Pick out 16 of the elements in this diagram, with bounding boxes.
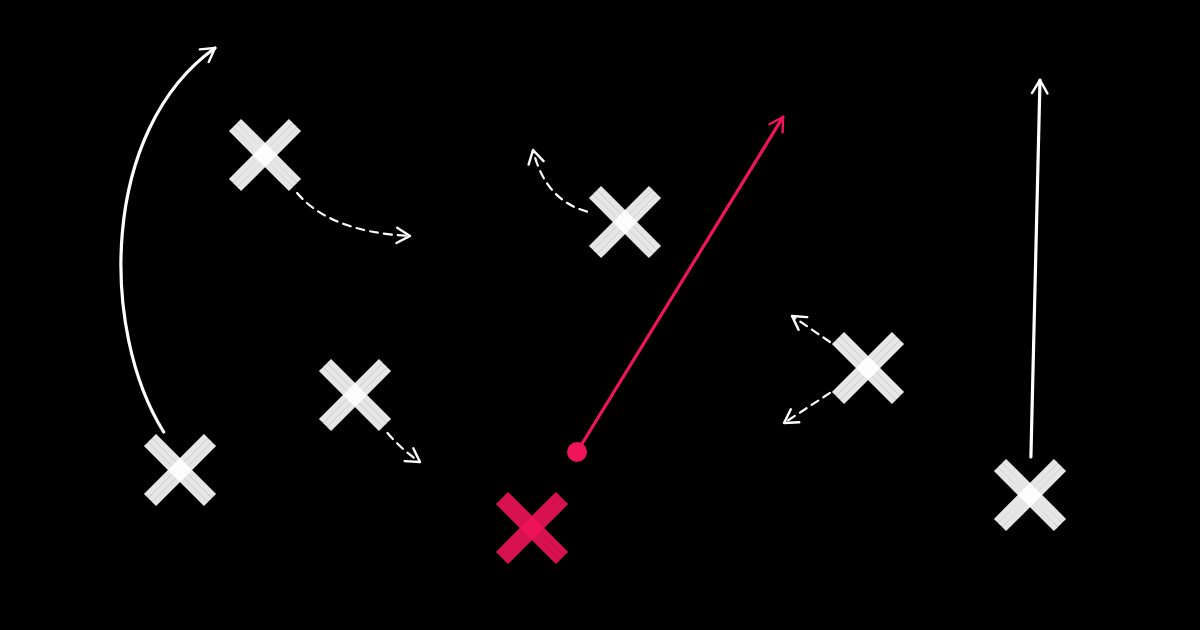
arrow bbox=[790, 314, 832, 344]
cross-mark bbox=[587, 184, 663, 260]
arrow bbox=[1029, 78, 1049, 459]
arrow bbox=[296, 191, 412, 244]
arrow bbox=[782, 391, 832, 425]
cross-mark bbox=[992, 457, 1068, 533]
cross-mark bbox=[227, 117, 303, 193]
arrow bbox=[527, 148, 589, 213]
arrow bbox=[580, 115, 785, 446]
cross-mark bbox=[494, 490, 570, 566]
cross-mark bbox=[830, 330, 906, 406]
cross-mark bbox=[317, 357, 393, 433]
cross-mark bbox=[142, 432, 218, 508]
arrow bbox=[119, 46, 217, 434]
dot-marker bbox=[567, 442, 587, 462]
arrow bbox=[386, 431, 422, 464]
